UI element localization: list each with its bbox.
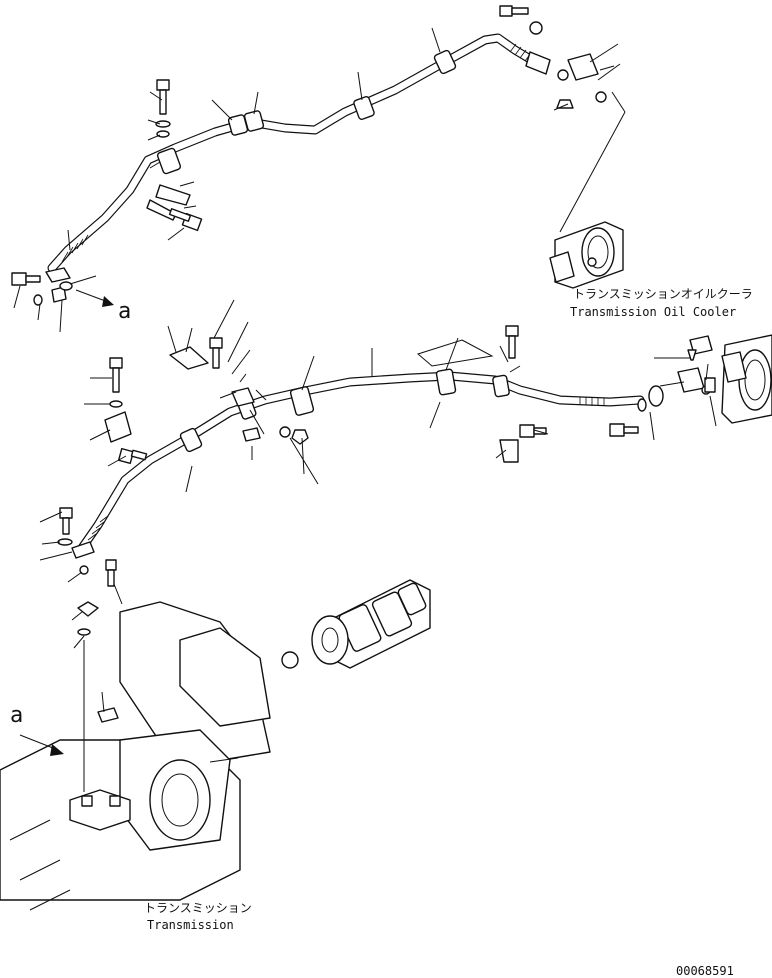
transmission-label-en: Transmission — [147, 918, 234, 932]
cooler-right-portion — [721, 334, 772, 424]
transmission-housing — [0, 601, 271, 911]
clamp-5 — [433, 49, 457, 75]
transmission-label-jp: トランスミッション — [144, 901, 252, 915]
clamp-3 — [243, 110, 265, 132]
reference-arrow-a-top — [75, 289, 114, 307]
block-top — [567, 53, 599, 81]
oil-cooler-label-en: Transmission Oil Cooler — [570, 305, 736, 319]
upper-pipe-assembly — [47, 33, 545, 273]
bolt-left — [11, 272, 27, 286]
upper-bolts — [11, 5, 607, 306]
upper-clamps — [146, 49, 457, 221]
bracket-plate — [146, 199, 177, 221]
transmission-oil-cooler — [549, 91, 626, 289]
clamp-1 — [156, 147, 182, 175]
hydraulic-pump — [281, 579, 431, 669]
clamp-4 — [353, 96, 375, 120]
ref-label-a-bottom: a — [10, 703, 23, 728]
flange-left — [45, 267, 71, 283]
bracket-upper — [155, 184, 191, 206]
lower-bolts — [57, 325, 716, 636]
bolt-top — [499, 5, 513, 17]
drawing-number: 00068591 — [676, 964, 734, 978]
lower-pipe-assembly — [77, 371, 645, 553]
reference-arrow-a-bottom — [19, 734, 64, 756]
flange-top — [525, 51, 551, 75]
lower-clamps — [104, 346, 519, 463]
ref-label-a-top: a — [118, 299, 131, 324]
bolt-head — [156, 79, 170, 91]
leader-lines — [13, 27, 717, 763]
oil-cooler-label-jp: トランスミッションオイルクーラ — [573, 287, 753, 301]
